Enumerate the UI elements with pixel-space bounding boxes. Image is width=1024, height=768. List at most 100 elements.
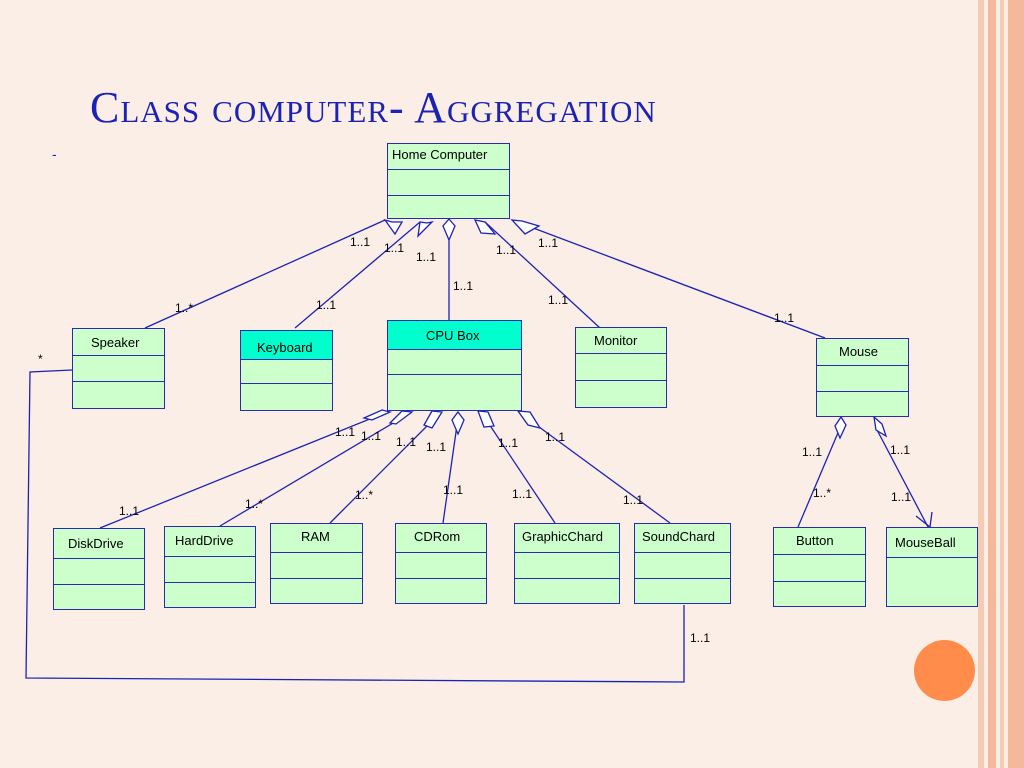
mult-button-part: 1..*: [813, 486, 832, 500]
attributes-compartment: [241, 360, 332, 384]
mult-hc-mouse-whole: 1..1: [538, 236, 559, 250]
mult-sound-part: 1..1: [623, 493, 644, 507]
edge-cpu-diskdrive: [99, 411, 388, 529]
class-button[interactable]: Button: [773, 527, 866, 607]
operations-compartment: [54, 585, 144, 609]
class-name: HardDrive: [165, 527, 255, 557]
attributes-compartment: [515, 553, 619, 579]
class-cdrom[interactable]: CDRom: [395, 523, 487, 604]
class-name: Speaker: [73, 329, 164, 356]
mult-hc-monitor-whole: 1..1: [496, 243, 517, 257]
operations-compartment: [73, 382, 164, 408]
mult-sound-speaker: 1..1: [690, 631, 711, 645]
class-ram[interactable]: RAM: [270, 523, 363, 604]
diamond-hc-speaker: [383, 218, 404, 236]
mult-cpu-graphic-whole: 1..1: [498, 436, 519, 450]
mult-mouse-part: 1..1: [774, 311, 795, 325]
decorative-orange-circle: [914, 640, 975, 701]
class-mouseball[interactable]: MouseBall: [886, 527, 978, 607]
attributes-compartment: [271, 553, 362, 579]
right-stripe-1: [978, 0, 984, 768]
class-keyboard[interactable]: Keyboard: [240, 330, 333, 411]
class-name: DiskDrive: [54, 529, 144, 559]
class-name: RAM: [271, 524, 362, 553]
mult-cd-part: 1..1: [443, 483, 464, 497]
class-home-computer[interactable]: Home Computer: [387, 143, 510, 219]
operations-compartment: [165, 583, 255, 607]
diamond-cpu-hard: [388, 410, 414, 425]
class-name: Button: [774, 528, 865, 555]
mult-hc-cpu-part: 1..1: [453, 279, 474, 293]
right-stripe-2: [988, 0, 996, 768]
bullet-dash: -: [52, 146, 57, 162]
mult-keyboard-part: 1..1: [316, 298, 337, 312]
class-speaker[interactable]: Speaker: [72, 328, 165, 409]
diamond-cpu-ram: [423, 410, 444, 429]
attributes-compartment: [54, 559, 144, 585]
diamond-mouse-ball: [873, 415, 888, 438]
mult-cpu-hard-whole: 1..1: [361, 429, 382, 443]
attributes-compartment: [817, 366, 908, 392]
diamond-cpu-disk: [362, 409, 392, 421]
operations-compartment: [388, 375, 521, 410]
mult-monitor-part: 1..1: [548, 293, 569, 307]
mult-speaker-star: *: [38, 352, 43, 366]
edge-cpu-sound: [519, 412, 671, 524]
class-monitor[interactable]: Monitor: [575, 327, 667, 408]
attributes-compartment: [73, 356, 164, 382]
mult-cpu-ram-whole: 1..1: [396, 435, 417, 449]
class-graphicchard[interactable]: GraphicChard: [514, 523, 620, 604]
edge-cpu-harddrive: [219, 412, 411, 527]
edge-hc-monitor: [484, 221, 601, 329]
operations-compartment: [241, 384, 332, 410]
class-name: MouseBall: [887, 528, 977, 558]
class-name: Monitor: [576, 328, 666, 354]
class-cpu-box[interactable]: CPU Box: [387, 320, 522, 411]
class-name: Home Computer: [388, 144, 509, 170]
class-name: CPU Box: [388, 321, 521, 350]
operations-compartment: [635, 579, 730, 603]
mult-hc-cpu-left: 1..1: [416, 250, 437, 264]
operations-compartment: [774, 582, 865, 606]
class-diskdrive[interactable]: DiskDrive: [53, 528, 145, 610]
right-stripe-4: [1008, 0, 1024, 768]
edge-hc-speaker: [144, 219, 386, 329]
mult-disk-part: 1..1: [119, 504, 140, 518]
diamond-hc-cpu: [442, 218, 456, 242]
operations-compartment: [388, 196, 509, 218]
class-soundchard[interactable]: SoundChard: [634, 523, 731, 604]
diamond-cpu-graphic: [477, 410, 495, 428]
mult-mouse-ball-whole: 1..1: [890, 443, 911, 457]
slide-title: Class computer- Aggregation: [90, 83, 657, 132]
diamond-cpu-cd: [451, 410, 465, 436]
operations-compartment: [576, 381, 666, 407]
edge-hc-keyboard: [294, 221, 421, 329]
class-name: CDRom: [396, 524, 486, 553]
class-harddrive[interactable]: HardDrive: [164, 526, 256, 608]
mult-hc-speaker-whole: 1..1: [350, 235, 371, 249]
mult-ball-part: 1..1: [891, 490, 912, 504]
class-name: GraphicChard: [515, 524, 619, 553]
attributes-compartment: [576, 354, 666, 381]
mult-cpu-disk-whole: 1..1: [335, 425, 356, 439]
edge-cpu-cdrom: [442, 424, 458, 524]
class-mouse[interactable]: Mouse: [816, 338, 909, 417]
right-stripe-3: [1000, 0, 1004, 768]
operations-compartment: [396, 579, 486, 603]
diamond-mouse-button: [834, 415, 847, 440]
diamond-hc-mouse: [510, 219, 541, 235]
mult-cpu-cd-whole: 1..1: [426, 440, 447, 454]
diamond-cpu-sound: [516, 410, 542, 430]
edge-mouse-button: [797, 427, 841, 528]
attributes-compartment: [388, 350, 521, 375]
attributes-compartment: [396, 553, 486, 579]
edge-cpu-ram: [329, 415, 438, 524]
operations-compartment: [515, 579, 619, 603]
mult-cpu-sound-whole: 1..1: [545, 430, 566, 444]
edge-cpu-graphic: [484, 417, 556, 524]
mult-mouse-button-whole: 1..1: [802, 445, 823, 459]
mult-graphic-part: 1..1: [512, 487, 533, 501]
diamond-hc-monitor: [473, 219, 497, 235]
